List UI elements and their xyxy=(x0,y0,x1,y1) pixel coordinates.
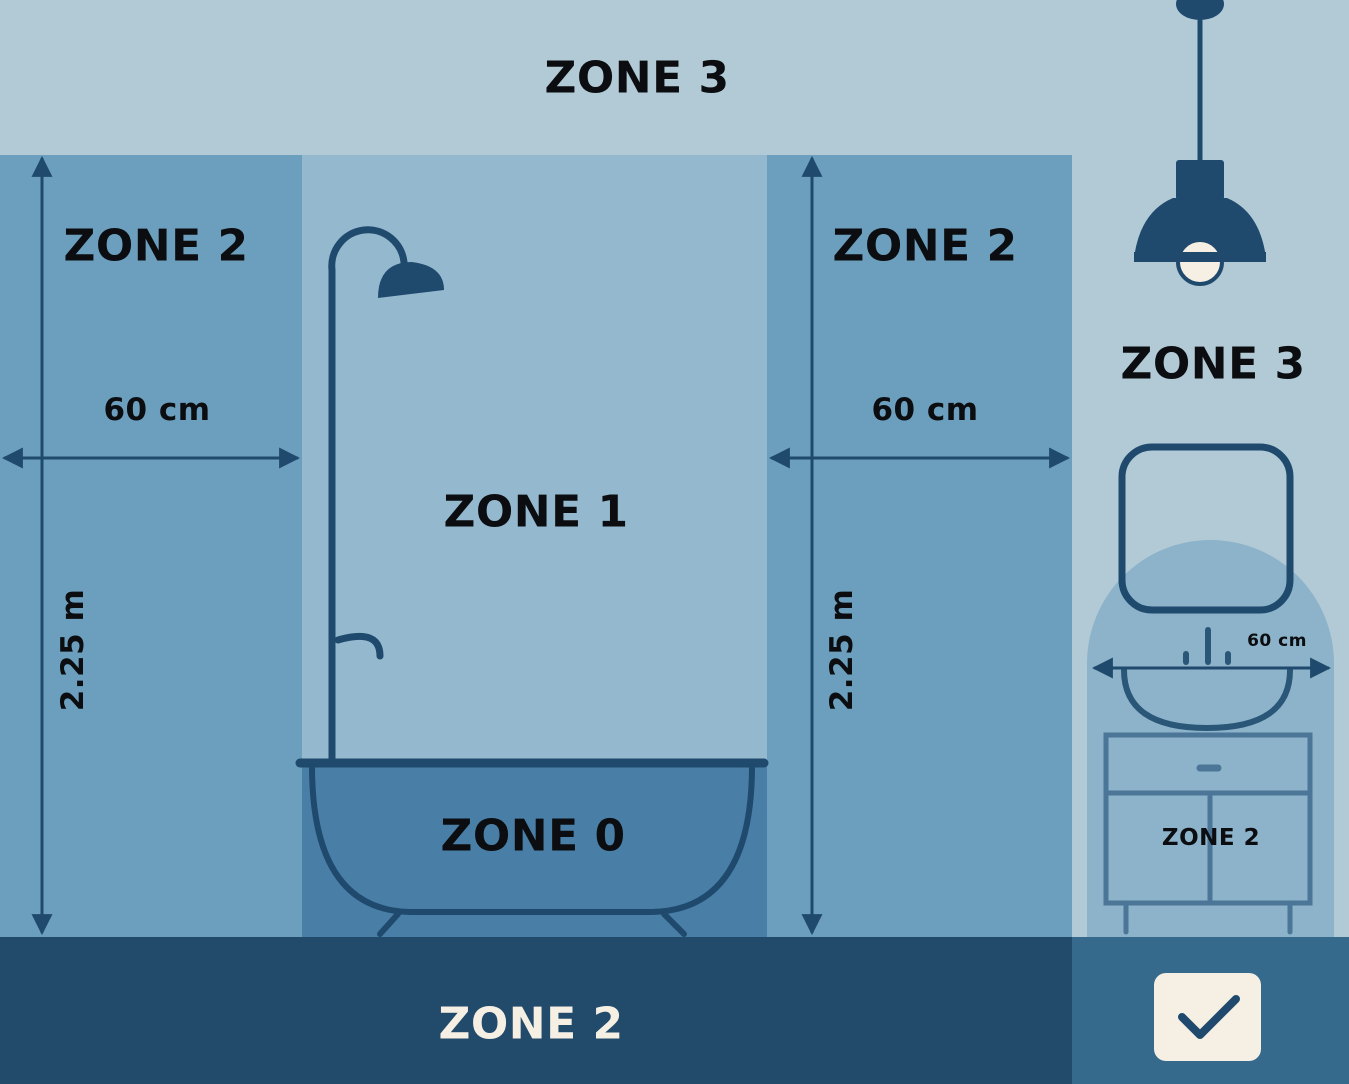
left-height-label: 2.25 m xyxy=(55,588,91,712)
mirror-icon xyxy=(1118,443,1294,614)
zone2-middle-label: ZONE 2 xyxy=(832,220,1018,272)
ceiling-lamp-icon xyxy=(1134,0,1266,286)
vanity-cabinet-icon xyxy=(1103,732,1313,935)
shower-head-icon xyxy=(378,262,444,298)
floor-zone2 xyxy=(0,937,1072,1084)
shower-icon xyxy=(328,226,408,764)
middle-width-label: 60 cm xyxy=(871,392,979,428)
bathtub-icon xyxy=(295,758,769,937)
zone3-top-label: ZONE 3 xyxy=(544,52,730,104)
zone2-left-label: ZONE 2 xyxy=(63,220,249,272)
zone2-vanity-label: ZONE 2 xyxy=(1161,825,1261,851)
zone3-ceiling-region xyxy=(0,0,1349,155)
left-width-label: 60 cm xyxy=(103,392,211,428)
zone3-right-label: ZONE 3 xyxy=(1120,338,1306,390)
confirm-checkbox[interactable] xyxy=(1154,973,1261,1061)
vanity-width-label: 60 cm xyxy=(1247,631,1307,651)
zone2-floor-label: ZONE 2 xyxy=(438,998,624,1050)
middle-height-label: 2.25 m xyxy=(824,588,860,712)
zone1-label: ZONE 1 xyxy=(443,486,629,538)
checkmark-icon xyxy=(1177,995,1240,1039)
zone0-label: ZONE 0 xyxy=(440,810,626,862)
